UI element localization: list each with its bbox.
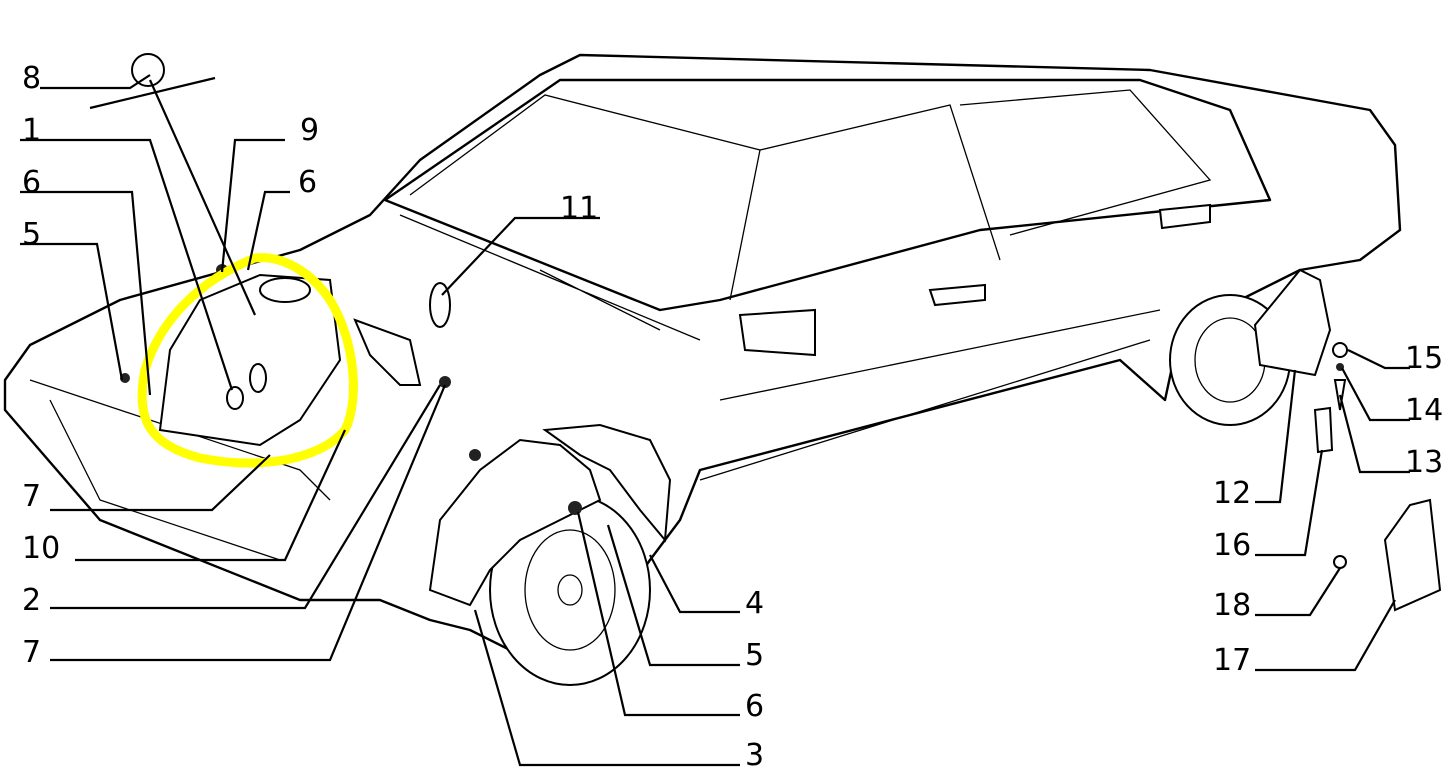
callout-12: 12 xyxy=(1213,476,1251,511)
leader-lines xyxy=(20,74,1410,767)
callout-11: 11 xyxy=(560,191,598,226)
front-door-handle xyxy=(928,283,986,307)
callout-18: 18 xyxy=(1213,588,1251,623)
callout-3: 3 xyxy=(745,738,764,769)
rear-liner xyxy=(1253,268,1332,377)
callout-14: 14 xyxy=(1405,393,1443,428)
rear-door-handle xyxy=(1158,203,1211,230)
callout-labels: 8 1 6 5 7 10 2 7 9 6 11 4 5 6 3 15 14 13… xyxy=(22,61,1443,769)
mud-flap xyxy=(1383,498,1442,612)
front-wheel-arch-liner xyxy=(428,423,672,607)
callout-4: 4 xyxy=(745,586,764,621)
callout-16: 16 xyxy=(1213,528,1251,563)
car-body xyxy=(3,53,1402,662)
callout-15: 15 xyxy=(1405,341,1443,376)
callout-6: 6 xyxy=(298,165,317,200)
callout-9: 9 xyxy=(300,113,319,148)
highlight-circle xyxy=(137,253,358,468)
callout-6: 6 xyxy=(22,165,41,200)
callout-7: 7 xyxy=(22,635,41,670)
callout-7: 7 xyxy=(22,479,41,514)
callout-6: 6 xyxy=(745,689,764,724)
grommet-part xyxy=(131,53,165,87)
inner-wing-liner xyxy=(120,53,451,447)
rear-parts xyxy=(1253,268,1442,612)
callout-1: 1 xyxy=(22,113,41,148)
callout-2: 2 xyxy=(22,583,41,618)
callout-13: 13 xyxy=(1405,445,1443,480)
callout-17: 17 xyxy=(1213,643,1251,678)
side-mirror xyxy=(738,308,816,357)
callout-10: 10 xyxy=(22,531,60,566)
callout-8: 8 xyxy=(22,61,41,96)
front-fastener xyxy=(568,501,582,515)
front-clip xyxy=(469,449,481,461)
callout-5: 5 xyxy=(22,217,41,252)
callout-5: 5 xyxy=(745,638,764,673)
